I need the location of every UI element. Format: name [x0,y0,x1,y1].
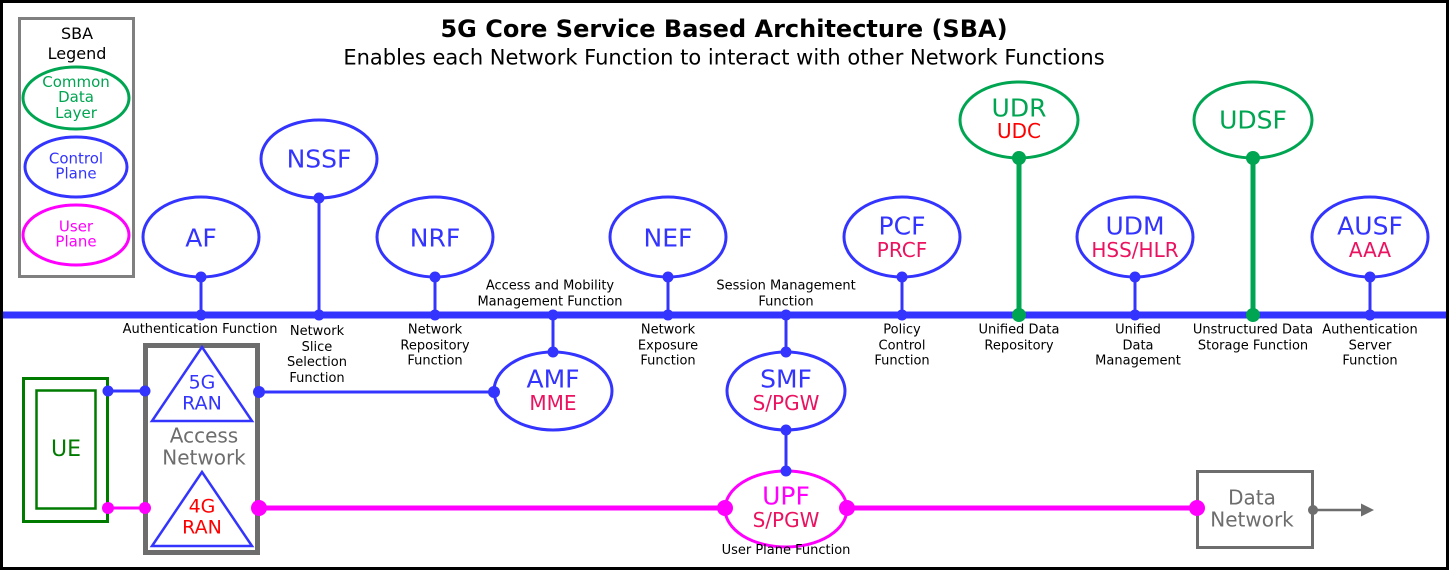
node-label-nrf: NRF [409,223,461,253]
ran-5g-triangle [149,344,255,423]
node-sublabel-upf: S/PGW [752,508,820,533]
legend-item-control-plane: Control Plane [48,149,104,183]
node-label-nef: NEF [643,223,693,253]
legend-box [18,17,135,278]
dot [1012,308,1026,322]
access-network-label: Access Network [162,423,246,469]
node-label-udr: UDR [991,93,1047,123]
legend-common-data-layer-ellipse [21,65,131,131]
dot [251,500,267,516]
dot [313,309,325,321]
dot [139,385,151,397]
green-connector-dots [1012,151,1260,322]
node-sublabel-udr: UDC [996,119,1042,144]
dot [896,271,908,283]
dot [1012,151,1026,165]
dot [1189,500,1205,516]
dot [717,500,733,516]
dot [547,346,559,358]
node-sublabel-udm: HSS/HLR [1091,238,1179,263]
legend-user-plane-ellipse [21,203,131,267]
dot [1364,309,1376,321]
dot [102,502,114,514]
ue-outer-box [22,377,109,523]
dot [195,271,207,283]
dot [1246,151,1260,165]
node-sublabel-amf: MME [529,391,577,416]
node-description-smf: Session Management Function [716,278,856,309]
page-title: 5G Core Service Based Architecture (SBA) [440,14,1008,43]
dot [313,192,325,204]
ran-4g-triangle [149,469,255,548]
dot [780,346,792,358]
dot [896,309,908,321]
dot [195,309,207,321]
ue-inner-box [35,389,97,510]
dot [780,424,792,436]
legend-item-common-data-layer: Common Data Layer [42,73,110,122]
dot [139,502,151,514]
magenta-connector-dots [102,500,1205,516]
node-description-nssf: Network Slice Selection Function [287,323,347,386]
node-label-amf: AMF [526,364,580,394]
dot [1364,271,1376,283]
node-sublabel-pcf: PRCF [876,238,928,263]
dot [780,309,792,321]
node-description-udr: Unified Data Repository [978,322,1060,353]
legend-item-user-plane: User Plane [55,217,97,251]
ran-4g-label: 4G RAN [182,495,222,539]
node-description-udm: Unified Data Management [1095,322,1181,369]
node-label-nssf: NSSF [286,144,352,174]
dot [662,309,674,321]
dot [780,465,792,477]
data-network-label: Data Network [1210,485,1294,531]
node-description-af: Authentication Function [122,322,278,338]
node-description-nrf: Network Repository Function [400,322,470,369]
node-description-pcf: Policy Control Function [874,322,930,369]
node-description-nef: Network Exposure Function [637,322,699,369]
node-label-upf: UPF [762,481,810,511]
node-label-ausf: AUSF [1337,211,1403,241]
node-sublabel-smf: S/PGW [752,391,820,416]
node-description-udsf: Unstructured Data Storage Function [1192,322,1314,353]
dot [102,385,114,397]
node-label-udsf: UDSF [1219,105,1287,135]
dot [662,271,674,283]
ue-label: UE [50,437,82,463]
dot [429,309,441,321]
dot [1129,271,1141,283]
node-label-af: AF [185,223,217,253]
legend-control-plane-ellipse [23,135,129,199]
node-description-amf: Access and Mobility Management Function [477,278,623,309]
ran-5g-label: 5G RAN [182,371,222,415]
dot [1129,309,1141,321]
node-label-pcf: PCF [878,211,926,241]
access-network-box [143,343,260,555]
blue-connector-dots [102,192,1376,477]
data-network-arrow-icon [1361,503,1374,517]
dot [839,500,855,516]
legend-title: SBA Legend [47,24,107,63]
node-description-upf: User Plane Function [721,543,851,559]
node-label-udm: UDM [1105,211,1165,241]
dot [253,386,265,398]
dot [429,271,441,283]
page-subtitle: Enables each Network Function to interac… [343,45,1105,70]
node-label-smf: SMF [760,364,812,394]
node-sublabel-ausf: AAA [1348,238,1392,263]
dot [488,386,500,398]
dot [1246,308,1260,322]
node-description-ausf: Authentication Server Function [1322,322,1418,369]
dot [547,309,559,321]
data-network-exit-dot [1308,505,1318,515]
